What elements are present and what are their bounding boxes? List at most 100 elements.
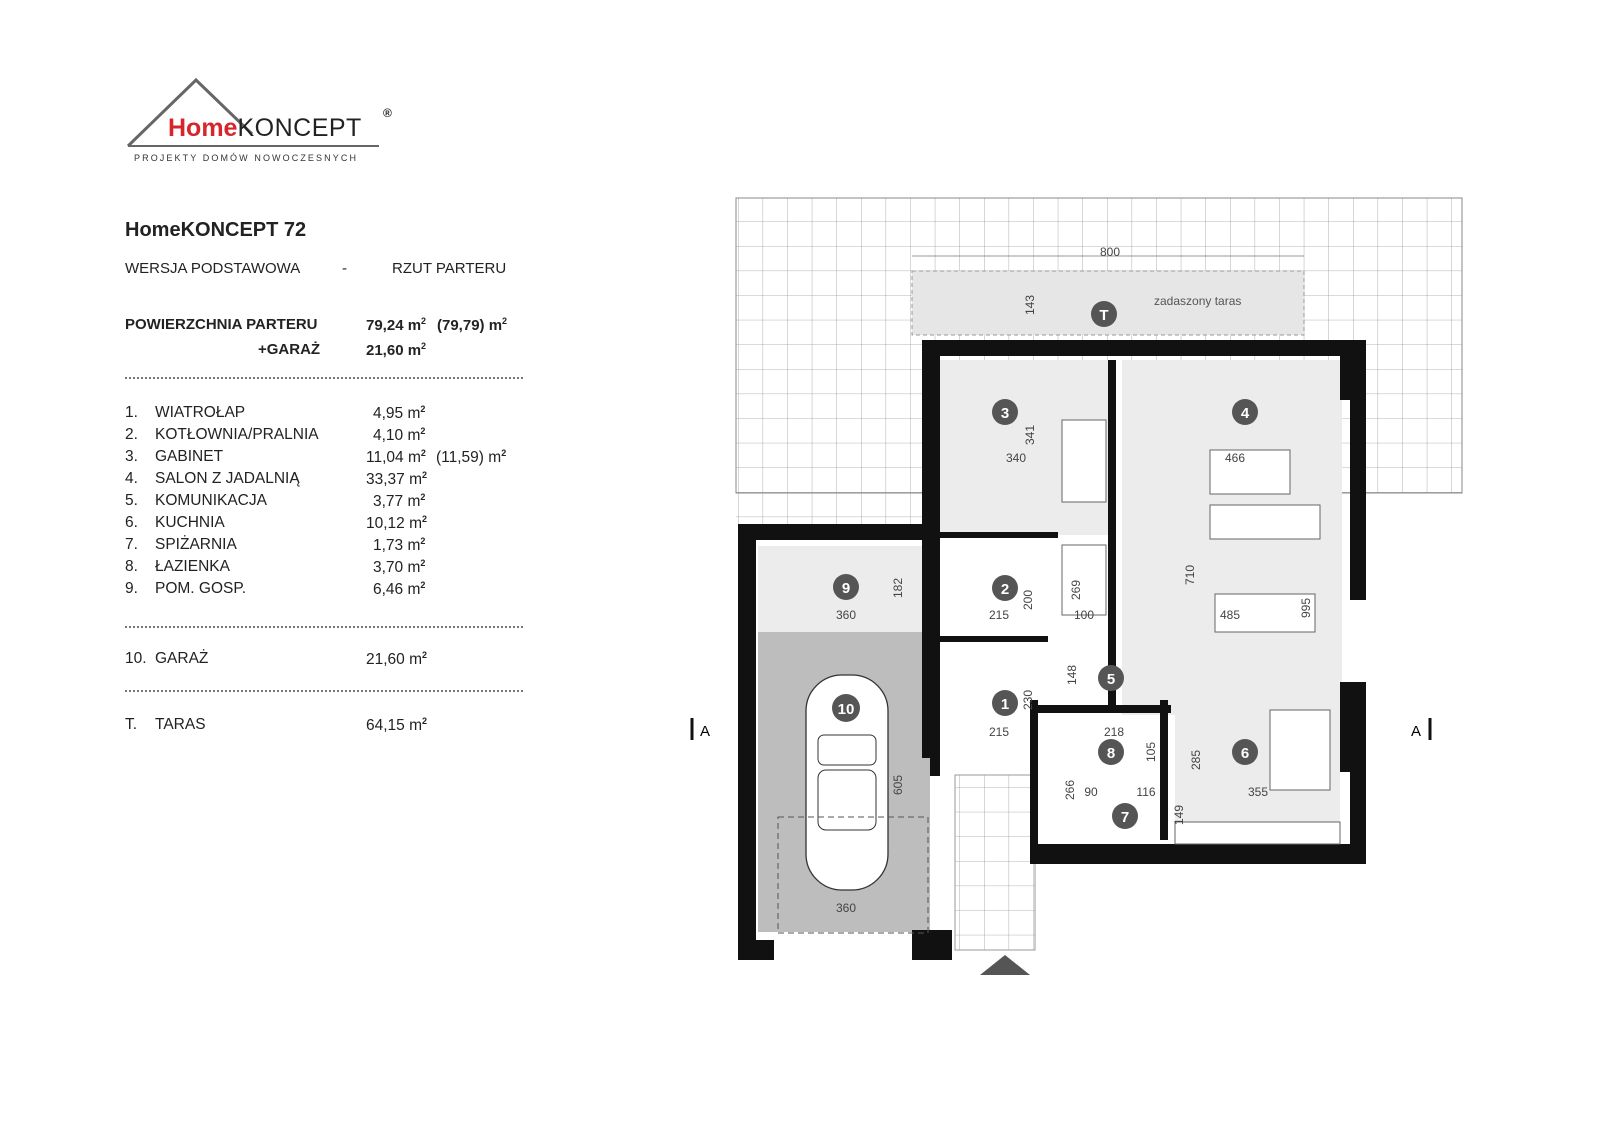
room-name: WIATROŁAP bbox=[155, 404, 246, 421]
dim-label: 215 bbox=[989, 725, 1009, 739]
area-value: 79,24 m2 bbox=[366, 316, 427, 334]
version-label: WERSJA PODSTAWOWA bbox=[125, 260, 301, 277]
room-name: GABINET bbox=[155, 448, 224, 465]
dim-label: 182 bbox=[891, 578, 905, 598]
room-name: POM. GOSP. bbox=[155, 580, 247, 597]
dim-label: 90 bbox=[1084, 785, 1098, 799]
dim-label: 466 bbox=[1225, 451, 1245, 465]
room-marker-2: 2 bbox=[1001, 581, 1009, 598]
room-area: 11,04 m2 bbox=[366, 448, 426, 467]
room-no: 9. bbox=[125, 580, 138, 597]
terrace-marker bbox=[1091, 301, 1117, 327]
dim-label: 340 bbox=[1006, 451, 1026, 465]
logo-wordmark: HomeKONCEPT bbox=[168, 114, 362, 143]
divider bbox=[125, 690, 523, 692]
room-marker-10: 10 bbox=[838, 701, 855, 718]
entrance-steps bbox=[954, 774, 1036, 951]
room-marker-3: 3 bbox=[1001, 405, 1009, 422]
dim-label: 266 bbox=[1063, 780, 1077, 800]
room-area: 6,46 m2 bbox=[373, 580, 426, 599]
room-no: 5. bbox=[125, 492, 138, 509]
room-no: 8. bbox=[125, 558, 138, 575]
room-marker-1: 1 bbox=[1001, 696, 1009, 713]
room-name: ŁAZIENKA bbox=[155, 558, 230, 575]
terrace-marker-label: T bbox=[1099, 307, 1108, 324]
view-label: RZUT PARTERU bbox=[392, 260, 507, 277]
project-title: HomeKONCEPT 72 bbox=[125, 219, 307, 241]
dim-label: 800 bbox=[1100, 245, 1120, 259]
dim-label: 116 bbox=[1136, 785, 1155, 799]
room-area: 4,95 m2 bbox=[373, 404, 426, 423]
dim-label: 100 bbox=[1074, 608, 1094, 622]
logo-home: Home bbox=[168, 114, 238, 142]
kitchen-island bbox=[1269, 709, 1331, 791]
dim-label: 200 bbox=[1021, 590, 1035, 610]
room-name: KOMUNIKACJA bbox=[155, 492, 267, 509]
garage-summary-label: +GARAŻ bbox=[258, 341, 321, 358]
room-no: 2. bbox=[125, 426, 138, 443]
garage-no: 10. bbox=[125, 650, 147, 667]
coffee-table bbox=[1209, 449, 1291, 495]
dim-label: 215 bbox=[989, 608, 1009, 622]
room-name: SALON Z JADALNIĄ bbox=[155, 470, 300, 487]
section-label-left: A bbox=[700, 723, 710, 740]
divider bbox=[125, 626, 523, 628]
room-no: 3. bbox=[125, 448, 138, 465]
terrace-name: TARAS bbox=[155, 716, 206, 733]
terrace-area: 64,15 m2 bbox=[366, 716, 428, 735]
terrace-no: T. bbox=[125, 716, 138, 733]
entrance-arrow-icon bbox=[980, 955, 1030, 975]
dim-label: 269 bbox=[1069, 580, 1083, 600]
room-marker-4: 4 bbox=[1241, 405, 1250, 422]
room-area: 33,37 m2 bbox=[366, 470, 428, 489]
dim-label: 995 bbox=[1299, 598, 1313, 618]
dim-label: 485 bbox=[1220, 608, 1240, 622]
room-no: 6. bbox=[125, 514, 138, 531]
room-area: 10,12 m2 bbox=[366, 514, 428, 533]
room-markers: 1 2 3 4 5 6 7 8 9 10 bbox=[832, 399, 1258, 829]
room-marker-9: 9 bbox=[842, 580, 850, 597]
logo-koncept: KONCEPT bbox=[237, 114, 362, 142]
dining-table bbox=[1214, 593, 1316, 633]
subtitle-dash: - bbox=[342, 260, 347, 277]
room-area: 4,10 m2 bbox=[373, 426, 426, 445]
dim-label: 285 bbox=[1189, 750, 1203, 770]
garage-area: 21,60 m2 bbox=[366, 650, 428, 669]
garage-name: GARAŻ bbox=[155, 650, 209, 667]
logo-registered: ® bbox=[383, 106, 392, 120]
room-no: 7. bbox=[125, 536, 138, 553]
room-area: 3,70 m2 bbox=[373, 558, 426, 577]
room-name: SPIŻARNIA bbox=[155, 536, 237, 553]
room-name: KOTŁOWNIA/PRALNIA bbox=[155, 426, 319, 443]
parking-outline bbox=[777, 816, 929, 934]
divider bbox=[125, 377, 523, 379]
area-alt-value: (79,79) m2 bbox=[437, 316, 508, 334]
room-marker-7: 7 bbox=[1121, 809, 1129, 826]
logo-roof-icon bbox=[126, 77, 254, 148]
section-label-right: A bbox=[1411, 723, 1421, 740]
garage-summary-value: 21,60 m2 bbox=[366, 341, 427, 359]
dim-label: 710 bbox=[1183, 565, 1197, 585]
room-name: KUCHNIA bbox=[155, 514, 225, 531]
dim-label: 360 bbox=[836, 608, 856, 622]
dim-label: 218 bbox=[1104, 725, 1124, 739]
dim-label: 148 bbox=[1065, 665, 1079, 685]
room-marker-6: 6 bbox=[1241, 745, 1249, 762]
logo bbox=[126, 77, 379, 148]
dim-label: 355 bbox=[1248, 785, 1268, 799]
walls bbox=[738, 340, 1366, 960]
dim-label: 149 bbox=[1172, 805, 1186, 825]
staircase-lower bbox=[1061, 544, 1107, 616]
sofa bbox=[1209, 504, 1321, 540]
staircase bbox=[1061, 419, 1107, 503]
room-marker-8: 8 bbox=[1107, 745, 1115, 762]
dim-label: 230 bbox=[1021, 690, 1035, 710]
room-marker-5: 5 bbox=[1107, 671, 1115, 688]
dim-label: 143 bbox=[1023, 295, 1037, 315]
car-icon bbox=[805, 674, 889, 891]
kitchen-counter bbox=[1174, 821, 1341, 845]
room-area-alt: (11,59) m2 bbox=[436, 448, 507, 467]
dim-label: 105 bbox=[1144, 742, 1158, 762]
covered-terrace-label: zadaszony taras bbox=[1154, 294, 1241, 308]
